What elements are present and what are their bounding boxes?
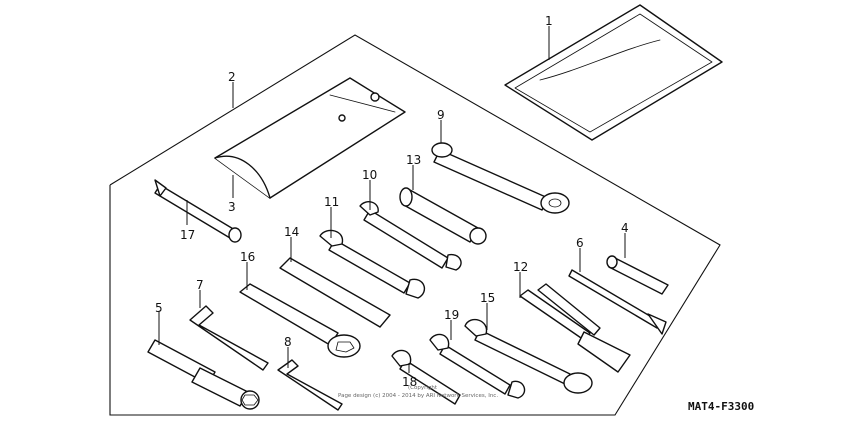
tool-roll-bag[interactable] (214, 77, 406, 199)
callout-2[interactable]: 2 (228, 70, 236, 84)
screwdriver-blade[interactable] (568, 269, 667, 335)
callout-9[interactable]: 9 (437, 108, 445, 122)
copyright-line-1: (Copyright (408, 385, 438, 391)
copyright-line-2: Page design (c) 2004 - 2014 by ARI Netwo… (338, 393, 498, 399)
callout-16[interactable]: 16 (240, 250, 255, 264)
combination-wrench-15[interactable] (464, 318, 593, 394)
callout-18[interactable]: 18 (402, 375, 417, 389)
callout-12[interactable]: 12 (513, 260, 528, 274)
callout-1[interactable]: 1 (545, 14, 553, 28)
hex-key-small[interactable] (277, 359, 343, 411)
pliers[interactable] (519, 283, 631, 373)
callout-13[interactable]: 13 (406, 153, 421, 167)
figure-code: MAT4-F3300 (688, 400, 754, 413)
callout-10[interactable]: 10 (362, 168, 377, 182)
callout-5[interactable]: 5 (155, 301, 163, 315)
screwdriver-handle[interactable] (399, 187, 487, 245)
box-end-wrench[interactable] (431, 142, 570, 214)
pin-spanner[interactable] (606, 255, 669, 295)
open-end-wrench-18[interactable] (391, 349, 461, 405)
callout-8[interactable]: 8 (284, 335, 292, 349)
callout-7[interactable]: 7 (196, 278, 204, 292)
hex-key-large[interactable] (189, 305, 269, 371)
socket-wrench[interactable] (147, 339, 260, 410)
callout-19[interactable]: 19 (444, 308, 459, 322)
extension-bar[interactable] (279, 257, 391, 328)
callout-11[interactable]: 11 (324, 195, 339, 209)
storage-bag[interactable] (504, 4, 723, 141)
screwdriver-shaft[interactable] (154, 179, 242, 243)
open-end-wrench-19[interactable] (429, 333, 526, 399)
callout-6[interactable]: 6 (576, 236, 584, 250)
open-end-wrench-11[interactable] (319, 229, 426, 299)
leader-lines (158, 26, 626, 373)
callout-4[interactable]: 4 (621, 221, 629, 235)
callout-15[interactable]: 15 (480, 291, 495, 305)
callout-labels: 1 2 3 4 5 6 7 8 9 10 11 12 13 14 15 16 1… (155, 14, 629, 389)
tool-tray-outline (109, 34, 721, 416)
callout-14[interactable]: 14 (284, 225, 299, 239)
open-end-wrench-10[interactable] (359, 201, 462, 271)
callout-17[interactable]: 17 (180, 228, 195, 242)
callout-3[interactable]: 3 (228, 200, 236, 214)
